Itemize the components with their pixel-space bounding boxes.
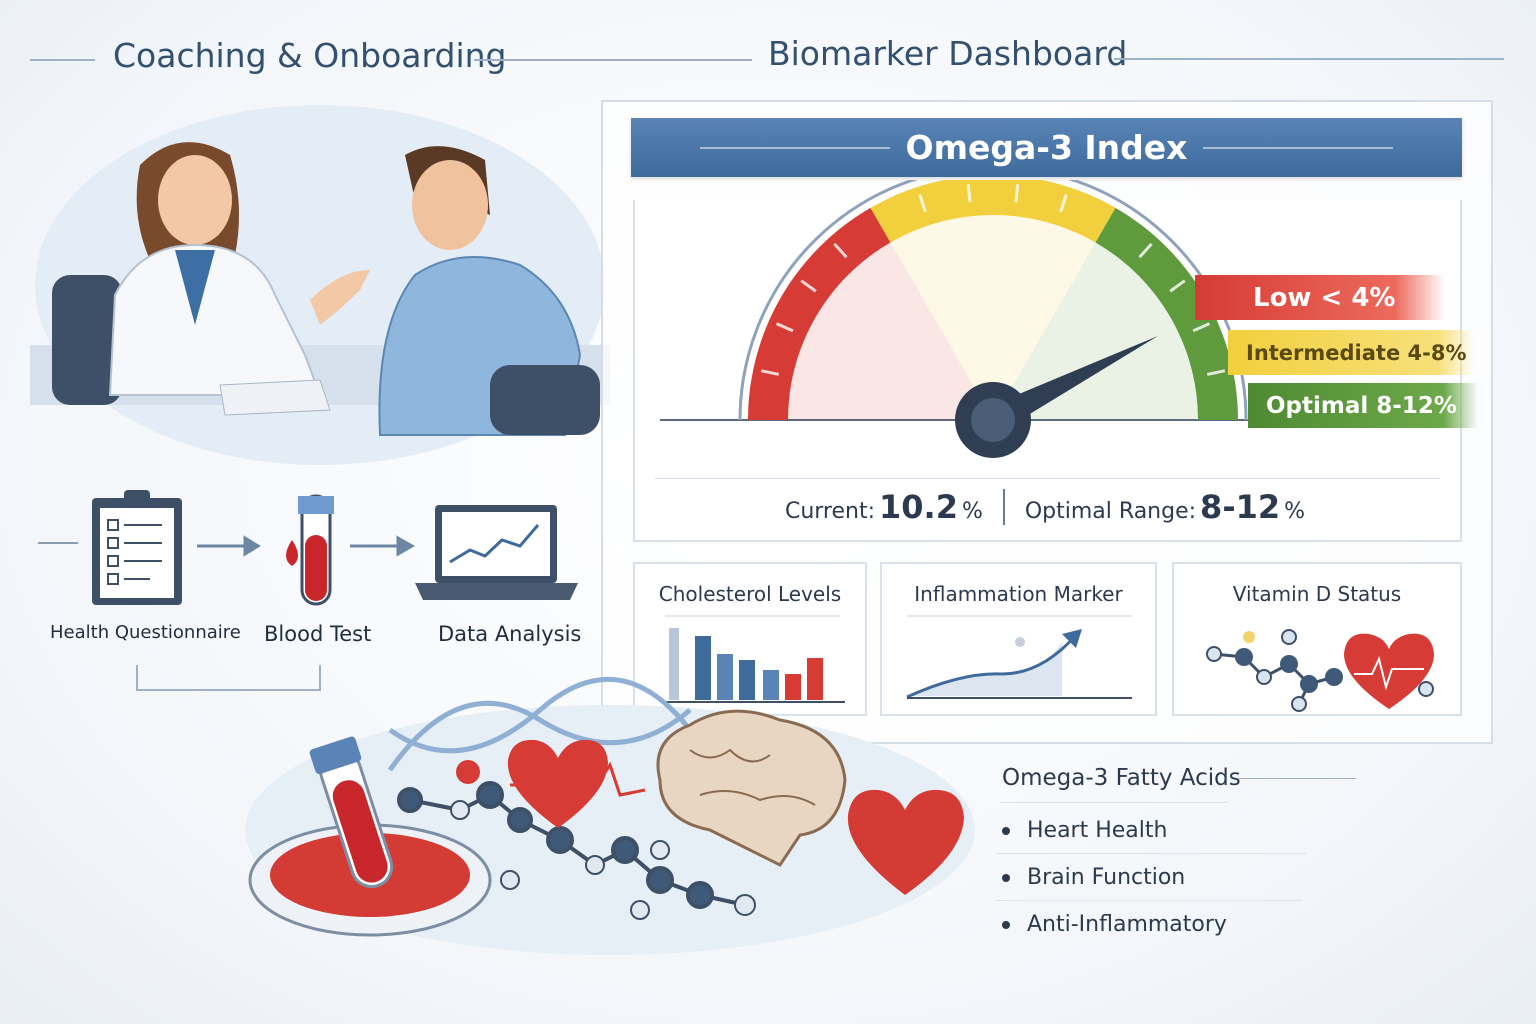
- bullet-icon: [1002, 920, 1010, 929]
- brain-icon: [656, 709, 847, 867]
- range-unit: %: [1284, 499, 1306, 524]
- divider: [1002, 489, 1005, 525]
- process-flow: [38, 490, 578, 691]
- divider: [1000, 802, 1228, 803]
- gauge-tick: [833, 242, 848, 259]
- divider: [655, 478, 1440, 479]
- step-label: Health Questionnaire: [50, 622, 241, 643]
- laptop-chart-icon: [415, 505, 578, 600]
- omega3-gauge: [660, 180, 1260, 458]
- chair-icon: [52, 275, 122, 405]
- doctor-figure: [108, 142, 370, 416]
- zone-badge-low: Low < 4%: [1195, 275, 1445, 320]
- consultation-illustration: [30, 105, 610, 465]
- bullet-icon: [1002, 873, 1010, 882]
- dna-helix-icon: [387, 677, 692, 772]
- gauge-tick: [918, 194, 927, 213]
- inflammation-card[interactable]: Inflammation Marker: [880, 562, 1157, 716]
- current-label: Current:: [784, 499, 875, 524]
- range-label: Optimal Range:: [1024, 499, 1197, 524]
- step-label: Data Analysis: [438, 622, 582, 646]
- gauge-zone-1: [870, 180, 1116, 243]
- benefits-title: Omega-3 Fatty Acids: [1002, 765, 1241, 791]
- heart-icon: [847, 789, 964, 895]
- title-rule: [474, 59, 752, 61]
- trend-line-icon: [906, 615, 1132, 699]
- benefit-item: Heart Health: [1002, 818, 1167, 843]
- gauge-tick: [966, 184, 972, 203]
- divider: [996, 900, 1302, 901]
- gauge-tick: [1138, 242, 1153, 259]
- benefit-item: Brain Function: [1002, 865, 1185, 890]
- gauge-zone-2: [1095, 207, 1238, 420]
- range-value: 8-12: [1200, 488, 1281, 526]
- card-title: Cholesterol Levels: [658, 582, 842, 606]
- card-title: Inflammation Marker: [914, 582, 1123, 606]
- gauge-tick: [1192, 322, 1211, 333]
- bullet-icon: [1002, 826, 1010, 835]
- omega3-illustration: [245, 677, 975, 955]
- card-title: Vitamin D Status: [1232, 582, 1402, 606]
- gauge-zone-fill-2: [993, 242, 1198, 420]
- current-value: 10.2: [879, 488, 958, 526]
- gauge-hub-inner: [971, 398, 1015, 442]
- molecule-chain-icon: [397, 760, 756, 920]
- zone-badge-optimal: Optimal 8-12%: [1248, 383, 1478, 428]
- gauge-zone-fill-1: [890, 214, 1096, 420]
- gauge-needle: [986, 336, 1158, 433]
- gauge-tick: [1059, 194, 1068, 213]
- vitamin-d-card[interactable]: Vitamin D Status: [1172, 562, 1462, 716]
- benefit-item: Anti-Inflammatory: [1002, 912, 1227, 937]
- gauge-tick: [1014, 184, 1020, 203]
- gauge-zone-fill-0: [788, 242, 993, 420]
- arrow-icon: [197, 535, 416, 557]
- divider: [996, 853, 1306, 854]
- title-rule: [30, 59, 95, 61]
- gauge-title: Omega-3 Index: [905, 128, 1188, 167]
- gauge-readout: Current: 10.2 % Optimal Range: 8-12 %: [640, 488, 1450, 526]
- clipboard-checklist-icon: [92, 490, 182, 605]
- gauge-header: Omega-3 Index: [631, 118, 1462, 177]
- bar-chart-icon: [665, 615, 845, 703]
- blood-tube-icon: [286, 494, 334, 606]
- current-unit: %: [961, 499, 983, 524]
- molecule-heart-icon: [1206, 629, 1434, 712]
- step-label: Blood Test: [264, 622, 372, 646]
- heart-ecg-icon: [507, 739, 646, 828]
- chair-icon: [490, 365, 600, 435]
- gauge-tick: [760, 369, 780, 376]
- gauge-tick: [1206, 369, 1226, 376]
- coaching-title: Coaching & Onboarding: [113, 36, 507, 75]
- test-tube-icon: [309, 736, 394, 889]
- zone-badge-intermediate: Intermediate 4-8%: [1228, 330, 1475, 375]
- gauge-tick: [800, 279, 817, 293]
- dashboard-title: Biomarker Dashboard: [768, 34, 1128, 73]
- gauge-tick: [775, 322, 794, 333]
- gauge-zone-0: [748, 207, 891, 420]
- divider: [1238, 778, 1356, 779]
- title-rule: [1114, 58, 1504, 60]
- gauge-tick: [1169, 279, 1186, 293]
